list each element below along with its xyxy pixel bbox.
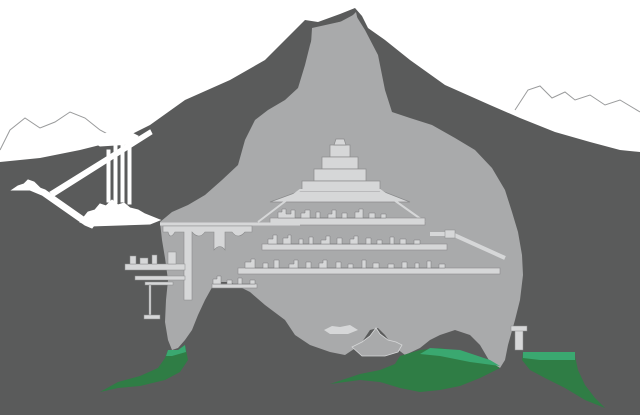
water-surface-center (420, 348, 500, 366)
tram-line (160, 222, 506, 260)
cave-island (351, 327, 403, 357)
viaduct (162, 225, 253, 301)
water-pool-left (100, 345, 188, 392)
mine-buildings (88, 131, 139, 147)
left-outpost (124, 251, 186, 320)
terrace-level-3 (237, 267, 501, 275)
summit-shaft (300, 12, 380, 125)
stepped-pyramid-icon (269, 138, 411, 203)
left-surface-settlement (10, 129, 162, 229)
citadel-roof-line (257, 189, 426, 223)
water-pool-right (522, 352, 605, 408)
right-pillar (510, 325, 528, 351)
surface-hamlet (10, 179, 44, 191)
underground-water-icon (100, 345, 605, 408)
surface-town (79, 199, 162, 227)
building-skyline-icon (212, 208, 446, 285)
distant-hills-right (514, 85, 640, 113)
water-surface-left (166, 345, 186, 356)
cave-island-small (324, 325, 358, 334)
terrace-level-2 (261, 243, 448, 251)
terrace-level-4 (211, 283, 258, 289)
water-surface-right (523, 352, 575, 360)
